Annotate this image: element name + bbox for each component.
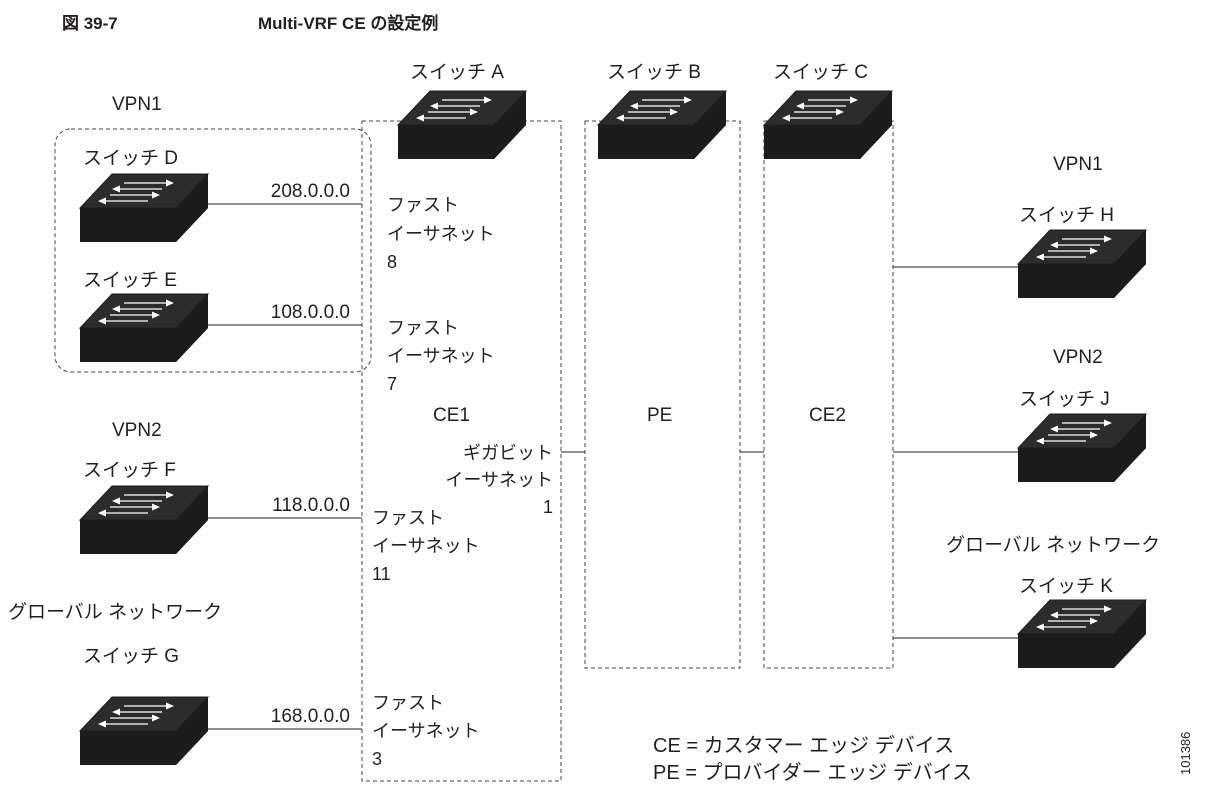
port-fe3-line3: 3 [372, 749, 382, 769]
switch-d-icon [79, 173, 209, 243]
switch-f-label: スイッチ F [83, 460, 176, 481]
figure-id: 101386 [1178, 732, 1193, 775]
legend-pe: PE = プロバイダー エッジ デバイス [653, 761, 972, 784]
port-fe3-line2: イーサネット [372, 721, 480, 741]
port-fe8: ファスト イーサネット 8 [387, 195, 495, 272]
port-fe7: ファスト イーサネット 7 [387, 318, 495, 394]
switch-c-label: スイッチ C [773, 62, 868, 83]
port-fe3-line1: ファスト [372, 693, 444, 713]
pe-box [584, 120, 741, 669]
switch-c-icon [763, 90, 893, 160]
switch-h-label: スイッチ H [1019, 205, 1114, 226]
network-d: 208.0.0.0 [271, 181, 350, 202]
switch-f-icon [79, 485, 209, 555]
ce1-label: CE1 [433, 405, 470, 426]
port-gig1-line3: 1 [543, 497, 553, 517]
port-gig1-line2: イーサネット [445, 470, 553, 490]
port-fe7-line1: ファスト [387, 318, 459, 338]
switch-e-label: スイッチ E [83, 270, 177, 291]
port-gig1: ギガビット イーサネット 1 [445, 443, 553, 517]
legend-ce: CE = カスタマー エッジ デバイス [653, 734, 954, 757]
port-fe8-line2: イーサネット [387, 224, 495, 244]
switch-j-label: スイッチ J [1019, 389, 1110, 410]
ce2-box [763, 120, 894, 669]
global-left-label: グローバル ネットワーク [8, 601, 222, 623]
switch-k-icon [1017, 599, 1147, 669]
vpn2-right-label: VPN2 [1053, 347, 1103, 368]
switch-k-label: スイッチ K [1019, 576, 1113, 597]
network-g: 168.0.0.0 [271, 706, 350, 727]
figure-title: Multi-VRF CE の設定例 [258, 14, 439, 33]
port-fe11-line1: ファスト [372, 508, 444, 528]
switch-b-icon [597, 90, 727, 160]
pe-label: PE [647, 405, 672, 426]
ce2-label: CE2 [809, 405, 846, 426]
port-fe3: ファスト イーサネット 3 [372, 693, 480, 769]
global-right-label: グローバル ネットワーク [946, 534, 1160, 556]
port-fe11: ファスト イーサネット 11 [372, 508, 480, 584]
network-f: 118.0.0.0 [272, 495, 350, 516]
vpn1-right-label: VPN1 [1053, 154, 1103, 175]
port-fe8-line1: ファスト [387, 195, 459, 215]
switch-g-label: スイッチ G [83, 646, 179, 667]
switch-j-icon [1017, 413, 1147, 483]
port-fe11-line3: 11 [372, 564, 391, 584]
switch-b-label: スイッチ B [607, 62, 701, 83]
port-fe7-line3: 7 [387, 374, 397, 394]
switch-e-icon [79, 293, 209, 363]
port-fe8-line3: 8 [387, 252, 397, 272]
switch-g-icon [79, 696, 209, 766]
port-gig1-line1: ギガビット [463, 443, 553, 463]
switch-h-icon [1017, 229, 1147, 299]
vpn1-left-group-box [54, 128, 372, 373]
port-fe11-line2: イーサネット [372, 536, 480, 556]
figure-number: 図 39-7 [62, 14, 118, 33]
vpn2-left-label: VPN2 [112, 420, 162, 441]
switch-a-icon [397, 90, 527, 160]
switch-a-label: スイッチ A [410, 62, 504, 83]
network-e: 108.0.0.0 [271, 302, 350, 323]
vpn1-left-label: VPN1 [112, 94, 162, 115]
switch-d-label: スイッチ D [83, 148, 178, 169]
port-fe7-line2: イーサネット [387, 346, 495, 366]
